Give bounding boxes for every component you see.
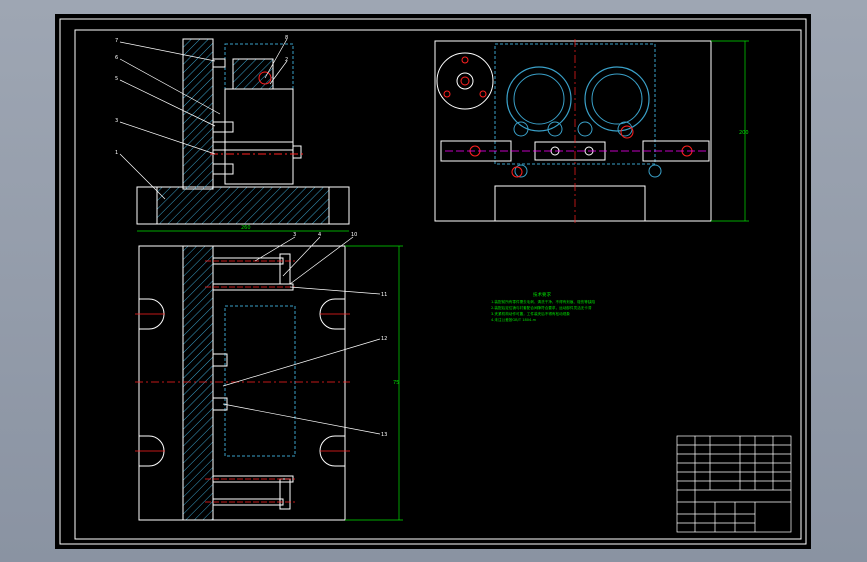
notes-line-3: 3.夹紧机构动作可靠，工件装夹后不得有松动现象 xyxy=(491,311,570,316)
callout-1: 1 xyxy=(115,150,118,156)
angle-plate xyxy=(182,38,214,190)
callout-3: 3 xyxy=(115,118,118,124)
technical-notes: 技术要求 1.装配前所有零件需去毛刺、清洗干净，不得有划痕、碰伤等缺陷 2.装配… xyxy=(491,291,595,322)
notes-line-4: 4.未注公差按GB/T 1804-m xyxy=(491,317,537,322)
top-height-text: 200 xyxy=(739,130,749,136)
outer-frame xyxy=(59,18,807,545)
side-outline xyxy=(434,40,712,222)
callout-3b: 3 xyxy=(293,232,296,238)
callout-5: 5 xyxy=(115,76,118,82)
cad-drawing: 7 6 5 3 1 8 2 260 xyxy=(59,18,807,545)
callout-13: 13 xyxy=(381,432,387,438)
callout-6: 6 xyxy=(115,55,118,61)
right-height-text: 75 xyxy=(393,380,399,386)
callout-2: 2 xyxy=(285,57,288,63)
notes-title: 技术要求 xyxy=(533,291,551,298)
callout-12: 12 xyxy=(381,336,387,342)
inner-frame xyxy=(74,29,802,540)
top-outline xyxy=(138,245,346,521)
base-plate xyxy=(136,186,350,225)
callout-7: 7 xyxy=(115,38,118,44)
callout-8: 8 xyxy=(285,35,288,41)
drawing-canvas[interactable]: 7 6 5 3 1 8 2 260 xyxy=(55,14,811,549)
notes-line-2: 2.装配后定位销与衬套配合间隙符合要求，运动部件灵活无卡滞 xyxy=(491,305,592,310)
title-block xyxy=(676,435,792,533)
notes-line-1: 1.装配前所有零件需去毛刺、清洗干净，不得有划痕、碰伤等缺陷 xyxy=(491,299,595,304)
top-view: 3 4 10 11 12 13 75 xyxy=(135,232,403,521)
side-view: 200 xyxy=(434,39,749,226)
callout-4: 4 xyxy=(318,232,321,238)
top-angle-plate xyxy=(182,245,214,521)
callout-10: 10 xyxy=(351,232,357,238)
callout-11: 11 xyxy=(381,292,387,298)
workpiece xyxy=(224,88,294,185)
front-view: 7 6 5 3 1 8 2 260 xyxy=(115,35,350,232)
front-width-text: 260 xyxy=(241,225,251,231)
